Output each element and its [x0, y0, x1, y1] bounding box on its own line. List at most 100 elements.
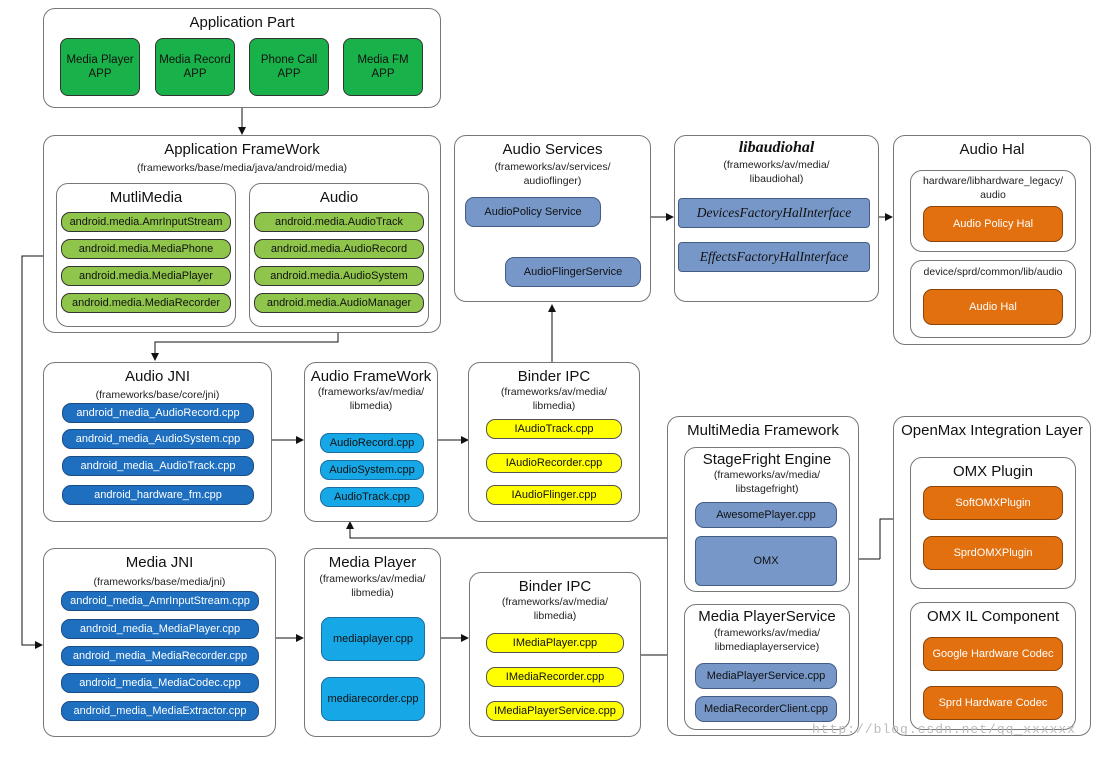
- stagefright-engine: StageFright Engine (frameworks/av/media/…: [684, 447, 850, 592]
- libaudiohal-path: (frameworks/av/media/ libaudiohal): [723, 159, 830, 185]
- application-part-title: Application Part: [189, 14, 295, 31]
- stagefright-title: StageFright Engine: [702, 451, 832, 468]
- imedia-player-service-cpp: IMediaPlayerService.cpp: [486, 701, 624, 721]
- binder-ipc-media-path: (frameworks/av/media/ libmedia): [501, 596, 609, 622]
- app-framework-title: Application FrameWork: [164, 141, 320, 158]
- awesome-player-cpp: AwesomePlayer.cpp: [695, 502, 837, 528]
- audio-jni: Audio JNI (frameworks/base/core/jni) and…: [43, 362, 272, 522]
- sprd-hardware-codec: Sprd Hardware Codec: [923, 686, 1063, 720]
- media-player-jni: android_media_MediaPlayer.cpp: [61, 619, 259, 639]
- audio-services-title: Audio Services: [502, 141, 603, 158]
- audio-group: Audio android.media.AudioTrack android.m…: [249, 183, 429, 327]
- audio-policy-hal: Audio Policy Hal: [923, 206, 1063, 242]
- media-player-service-path: (frameworks/av/media/ libmediaplayerserv…: [713, 627, 821, 653]
- multimedia-framework: MultiMedia Framework StageFright Engine …: [667, 416, 859, 736]
- iaudio-recorder-cpp: IAudioRecorder.cpp: [486, 453, 622, 473]
- audio-manager: android.media.AudioManager: [254, 293, 424, 313]
- effects-factory-hal-interface: EffectsFactoryHalInterface: [678, 242, 870, 272]
- soft-omx-plugin: SoftOMXPlugin: [923, 486, 1063, 520]
- iaudio-flinger-cpp: IAudioFlinger.cpp: [486, 485, 622, 505]
- audio-framework: Audio FrameWork (frameworks/av/media/ li…: [304, 362, 438, 522]
- audio-policy-service: AudioPolicy Service: [465, 197, 601, 227]
- media-jni: Media JNI (frameworks/base/media/jni) an…: [43, 548, 276, 737]
- app-framework-path: (frameworks/base/media/java/android/medi…: [136, 162, 348, 174]
- mediaplayer-cpp: mediaplayer.cpp: [321, 617, 425, 661]
- watermark: http://blog.csdn.net/qq_xxxxxx: [812, 722, 1077, 737]
- sprd-omx-plugin: SprdOMXPlugin: [923, 536, 1063, 570]
- audio-track-cpp: AudioTrack.cpp: [320, 487, 424, 507]
- media-jni-path: (frameworks/base/media/jni): [93, 576, 226, 588]
- audio-hal: Audio Hal hardware/libhardware_legacy/ a…: [893, 135, 1091, 345]
- omx-plugin-group: OMX Plugin SoftOMXPlugin SprdOMXPlugin: [910, 457, 1076, 589]
- mediarecorder-cpp: mediarecorder.cpp: [321, 677, 425, 721]
- audio-hal-item: Audio Hal: [923, 289, 1063, 325]
- binder-ipc-audio-title: Binder IPC: [517, 368, 591, 385]
- device-path: device/sprd/common/lib/audio: [923, 266, 1063, 278]
- media-player-service-title: Media PlayerService: [698, 608, 836, 625]
- binder-ipc-audio: Binder IPC (frameworks/av/media/ libmedi…: [468, 362, 640, 522]
- media-player-path: (frameworks/av/media/ libmedia): [319, 573, 426, 599]
- audio-system-cpp: AudioSystem.cpp: [320, 460, 424, 480]
- devices-factory-hal-interface: DevicesFactoryHalInterface: [678, 198, 870, 228]
- media-recorder: android.media.MediaRecorder: [61, 293, 231, 313]
- omx-il-component-group: OMX IL Component Google Hardware Codec S…: [910, 602, 1076, 730]
- audio-track: android.media.AudioTrack: [254, 212, 424, 232]
- multimedia-framework-title: MultiMedia Framework: [687, 422, 839, 439]
- audio-jni-title: Audio JNI: [124, 368, 191, 385]
- media-player-box: Media Player (frameworks/av/media/ libme…: [304, 548, 441, 737]
- libaudiohal-title: libaudiohal: [738, 139, 815, 156]
- multimedia-group: MutliMedia android.media.AmrInputStream …: [56, 183, 236, 327]
- audio-system-jni: android_media_AudioSystem.cpp: [62, 429, 254, 449]
- app-phone-call: Phone Call APP: [249, 38, 329, 96]
- binder-ipc-media: Binder IPC (frameworks/av/media/ libmedi…: [469, 572, 641, 737]
- app-media-player: Media Player APP: [60, 38, 140, 96]
- binder-ipc-audio-path: (frameworks/av/media/ libmedia): [500, 386, 608, 412]
- app-media-record: Media Record APP: [155, 38, 235, 96]
- audio-services: Audio Services (frameworks/av/services/ …: [454, 135, 651, 302]
- media-jni-title: Media JNI: [125, 554, 194, 571]
- omx: OMX: [695, 536, 837, 586]
- media-player-service-cpp: MediaPlayerService.cpp: [695, 663, 837, 689]
- openmax-title: OpenMax Integration Layer: [901, 422, 1083, 439]
- media-extractor-jni: android_media_MediaExtractor.cpp: [61, 701, 259, 721]
- binder-ipc-media-title: Binder IPC: [518, 578, 592, 595]
- media-recorder-client-cpp: MediaRecorderClient.cpp: [695, 696, 837, 722]
- media-codec-jni: android_media_MediaCodec.cpp: [61, 673, 259, 693]
- omx-plugin-title: OMX Plugin: [952, 463, 1034, 480]
- legacy-path: hardware/libhardware_legacy/ audio: [922, 175, 1064, 201]
- audio-record-jni: android_media_AudioRecord.cpp: [62, 403, 254, 423]
- media-player: android.media.MediaPlayer: [61, 266, 231, 286]
- media-player-service: Media PlayerService (frameworks/av/media…: [684, 604, 850, 730]
- google-hardware-codec: Google Hardware Codec: [923, 637, 1063, 671]
- audio-hal-device-group: device/sprd/common/lib/audio Audio Hal: [910, 260, 1076, 338]
- multimedia-title: MutliMedia: [109, 189, 183, 206]
- iaudio-track-cpp: IAudioTrack.cpp: [486, 419, 622, 439]
- audio-framework-path: (frameworks/av/media/ libmedia): [317, 386, 425, 412]
- stagefright-path: (frameworks/av/media/ libstagefright): [713, 469, 821, 495]
- audio-hal-legacy-group: hardware/libhardware_legacy/ audio Audio…: [910, 170, 1076, 252]
- media-phone: android.media.MediaPhone: [61, 239, 231, 259]
- media-player-title: Media Player: [328, 554, 417, 571]
- audio-flinger-service: AudioFlingerService: [505, 257, 641, 287]
- audio-record-cpp: AudioRecord.cpp: [320, 433, 424, 453]
- application-part: Application Part Media Player APP Media …: [43, 8, 441, 108]
- amr-input-stream: android.media.AmrInputStream: [61, 212, 231, 232]
- audio-track-jni: android_media_AudioTrack.cpp: [62, 456, 254, 476]
- openmax-layer: OpenMax Integration Layer OMX Plugin Sof…: [893, 416, 1091, 736]
- audio-services-path: (frameworks/av/services/ audioflinger): [494, 161, 611, 187]
- audio-title: Audio: [319, 189, 359, 206]
- libaudiohal: libaudiohal (frameworks/av/media/ libaud…: [674, 135, 879, 302]
- hardware-fm-jni: android_hardware_fm.cpp: [62, 485, 254, 505]
- audio-system: android.media.AudioSystem: [254, 266, 424, 286]
- imedia-player-cpp: IMediaPlayer.cpp: [486, 633, 624, 653]
- imedia-recorder-cpp: IMediaRecorder.cpp: [486, 667, 624, 687]
- amr-input-stream-jni: android_media_AmrInputStream.cpp: [61, 591, 259, 611]
- audio-hal-title: Audio Hal: [959, 141, 1025, 158]
- app-media-fm: Media FM APP: [343, 38, 423, 96]
- omx-il-title: OMX IL Component: [926, 608, 1059, 625]
- audio-record: android.media.AudioRecord: [254, 239, 424, 259]
- audio-jni-path: (frameworks/base/core/jni): [95, 389, 220, 401]
- application-framework: Application FrameWork (frameworks/base/m…: [43, 135, 441, 333]
- media-recorder-jni: android_media_MediaRecorder.cpp: [61, 646, 259, 666]
- audio-framework-title: Audio FrameWork: [310, 368, 432, 385]
